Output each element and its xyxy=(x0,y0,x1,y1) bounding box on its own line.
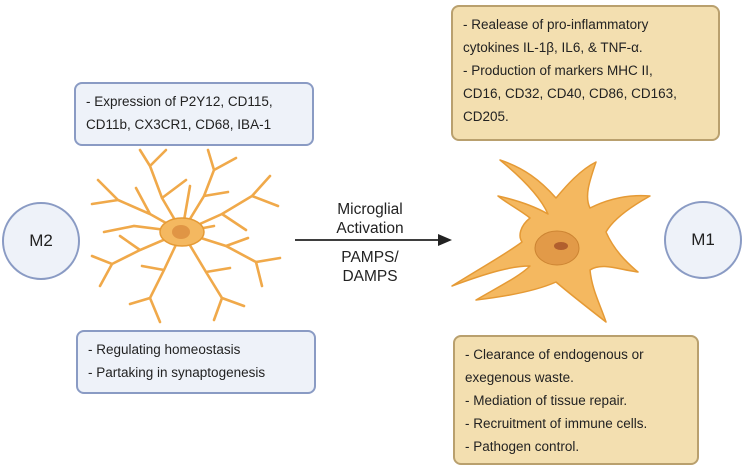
m2-functions-line: - Partaking in synaptogenesis xyxy=(88,365,266,380)
m1-functions-line: - Recruitment of immune cells. xyxy=(465,416,648,431)
amoeboid-microglia-nucleolus xyxy=(554,242,568,250)
m1-markers-line: CD205. xyxy=(463,109,509,124)
arrow-top-label-line: Activation xyxy=(336,220,404,237)
m1-functions-line: - Pathogen control. xyxy=(465,439,580,454)
arrow-bottom-label: PAMPS/ DAMPS xyxy=(310,248,430,286)
ramified-microglia-illustration xyxy=(90,148,282,324)
m1-phenotype-label: M1 xyxy=(691,230,715,249)
m1-markers-line: - Production of markers MHC II, xyxy=(463,63,653,78)
m2-functions-box: - Regulating homeostasis - Partaking in … xyxy=(76,330,316,394)
m2-phenotype-circle: M2 xyxy=(2,202,80,280)
m1-markers-line: - Realease of pro-inflammatory xyxy=(463,17,649,32)
m2-markers-box: - Expression of P2Y12, CD115, CD11b, CX3… xyxy=(74,82,314,146)
m1-functions-line: exegenous waste. xyxy=(465,370,574,385)
arrow-top-label: Microglial Activation xyxy=(310,200,430,238)
m1-functions-box: - Clearance of endogenous or exegenous w… xyxy=(453,335,699,465)
m1-phenotype-circle: M1 xyxy=(664,201,742,279)
m1-functions-line: - Clearance of endogenous or xyxy=(465,347,644,362)
m1-markers-line: cytokines IL-1β, IL6, & TNF-α. xyxy=(463,40,643,55)
m2-functions-line: - Regulating homeostasis xyxy=(88,342,241,357)
arrow-bottom-label-line: PAMPS/ xyxy=(341,249,399,266)
m1-markers-box: - Realease of pro-inflammatory cytokines… xyxy=(451,5,720,141)
m1-markers-line: CD16, CD32, CD40, CD86, CD163, xyxy=(463,86,677,101)
m1-functions-line: - Mediation of tissue repair. xyxy=(465,393,628,408)
m2-markers-line: - Expression of P2Y12, CD115, xyxy=(86,94,273,109)
m2-phenotype-label: M2 xyxy=(29,231,53,250)
arrow-bottom-label-line: DAMPS xyxy=(342,268,398,285)
arrow-top-label-line: Microglial xyxy=(337,201,403,218)
activation-arrow-head xyxy=(438,234,452,246)
m2-markers-line: CD11b, CX3CR1, CD68, IBA-1 xyxy=(86,117,272,132)
ramified-microglia-nucleus xyxy=(172,225,190,239)
